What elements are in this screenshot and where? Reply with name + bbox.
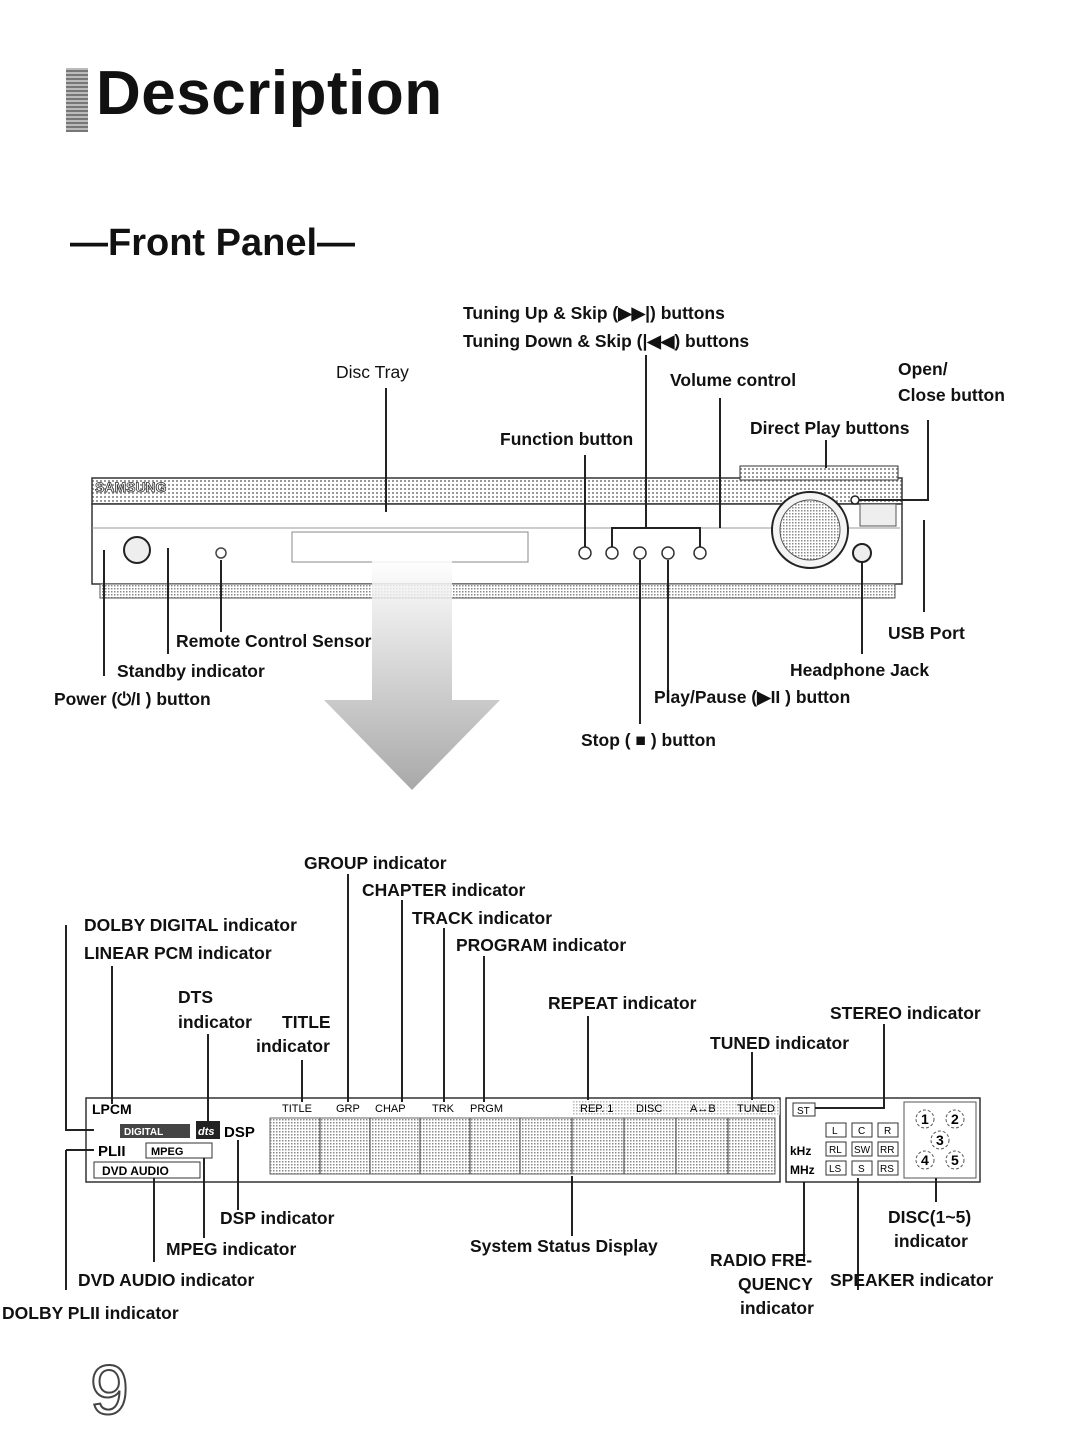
label-disc-tray: Disc Tray [336,362,409,382]
page-title: Description [96,59,443,128]
label-dsp: DSP indicator [220,1208,335,1228]
display-khz: kHz [790,1144,811,1158]
down-arrow [324,560,500,790]
speaker-grid: L C R RL SW RR LS S RS [825,1122,899,1176]
tuning-down-button-graphic [605,546,619,560]
disc-1: 1 [921,1111,929,1127]
display-rep1: REP. 1 [580,1103,613,1115]
label-function-button: Function button [500,429,634,449]
label-volume-control: Volume control [670,370,797,390]
speaker-sw: SW [854,1145,871,1156]
power-button-graphic [123,536,151,564]
display-pl2: PLII [98,1143,126,1160]
label-stereo: STEREO indicator [830,1003,981,1023]
display-mhz: MHz [790,1163,815,1177]
label-power-button: Power (⏻/I ) button [54,689,211,709]
section-title: —Front Panel— [70,222,356,264]
speaker-c: C [858,1126,865,1137]
label-open-close-2: Close button [898,385,1005,405]
speaker-rl: RL [829,1145,842,1156]
label-radio-1: RADIO FRE- [710,1250,813,1270]
label-standby-indicator: Standby indicator [117,661,265,681]
label-tuned: TUNED indicator [710,1033,850,1053]
label-dts-1: DTS [178,987,213,1007]
label-dts-2: indicator [178,1012,252,1032]
label-stop-button: Stop ( ■ ) button [581,730,716,750]
display-dvd-audio: DVD AUDIO [102,1164,169,1178]
stop-button-graphic [633,546,647,560]
speaker-rs: RS [880,1164,894,1175]
speaker-rr: RR [880,1145,894,1156]
label-repeat: REPEAT indicator [548,993,697,1013]
label-remote-sensor: Remote Control Sensor [176,631,372,651]
label-radio-3: indicator [740,1298,814,1318]
remote-sensor-graphic [215,547,227,559]
label-direct-play: Direct Play buttons [750,418,910,438]
display-panel [85,1097,981,1183]
label-linear-pcm: LINEAR PCM indicator [84,943,272,963]
display-lpcm: LPCM [92,1101,132,1117]
label-mpeg: MPEG indicator [166,1239,297,1259]
speaker-r: R [884,1126,891,1137]
tuning-up-button-graphic [693,546,707,560]
title-bar-decoration [66,68,88,132]
speaker-s: S [858,1164,865,1175]
display-title: TITLE [282,1103,312,1115]
display-dsp: DSP [224,1124,255,1141]
disc-3: 3 [936,1132,944,1148]
label-group: GROUP indicator [304,853,447,873]
label-speaker: SPEAKER indicator [830,1270,994,1290]
label-disc-2: indicator [894,1231,968,1251]
label-play-pause: Play/Pause (▶II ) button [654,687,851,707]
label-tuning-down: Tuning Down & Skip (|◀◀) buttons [463,331,750,351]
play-pause-button-graphic [661,546,675,560]
label-title-2: indicator [256,1036,330,1056]
function-button-graphic [578,546,592,560]
display-mpeg: MPEG [151,1146,183,1158]
label-dvd-audio: DVD AUDIO indicator [78,1270,255,1290]
label-radio-2: QUENCY [738,1274,813,1294]
brand-logo: SAMSUNG [95,479,167,495]
display-grp: GRP [336,1103,360,1115]
label-title-1: TITLE [282,1012,331,1032]
label-tuning-up: Tuning Up & Skip (▶▶|) buttons [463,303,725,323]
label-dolby-pl2: DOLBY PLII indicator [2,1303,179,1323]
page-number: 9 [89,1350,130,1430]
headphone-jack-graphic [852,543,872,563]
label-chapter: CHAPTER indicator [362,880,526,900]
display-chap: CHAP [375,1103,406,1115]
label-system-status: System Status Display [470,1236,658,1256]
display-trk: TRK [432,1103,455,1115]
label-open-close-1: Open/ [898,359,948,379]
speaker-l: L [832,1126,838,1137]
disc-numbers: 1 2 3 4 5 [915,1109,965,1170]
label-program: PROGRAM indicator [456,935,627,955]
open-close-button-graphic [850,495,860,505]
label-usb-port: USB Port [888,623,965,643]
display-disc: DISC [636,1103,662,1115]
display-digital: DIGITAL [124,1127,163,1138]
display-prgm: PRGM [470,1103,503,1115]
label-disc-1: DISC(1~5) [888,1207,972,1227]
label-headphone-jack: Headphone Jack [790,660,930,680]
disc-4: 4 [921,1152,929,1168]
display-ab: A↔B [690,1103,716,1115]
segment-dividers [319,1118,729,1174]
label-dolby-digital: DOLBY DIGITAL indicator [84,915,297,935]
device-body [91,465,903,599]
display-tuned: TUNED [737,1103,775,1115]
disc-2: 2 [951,1111,959,1127]
display-dts: dts [198,1126,215,1138]
disc-5: 5 [951,1152,959,1168]
display-st: ST [797,1106,810,1117]
speaker-ls: LS [829,1164,842,1175]
label-track: TRACK indicator [412,908,552,928]
